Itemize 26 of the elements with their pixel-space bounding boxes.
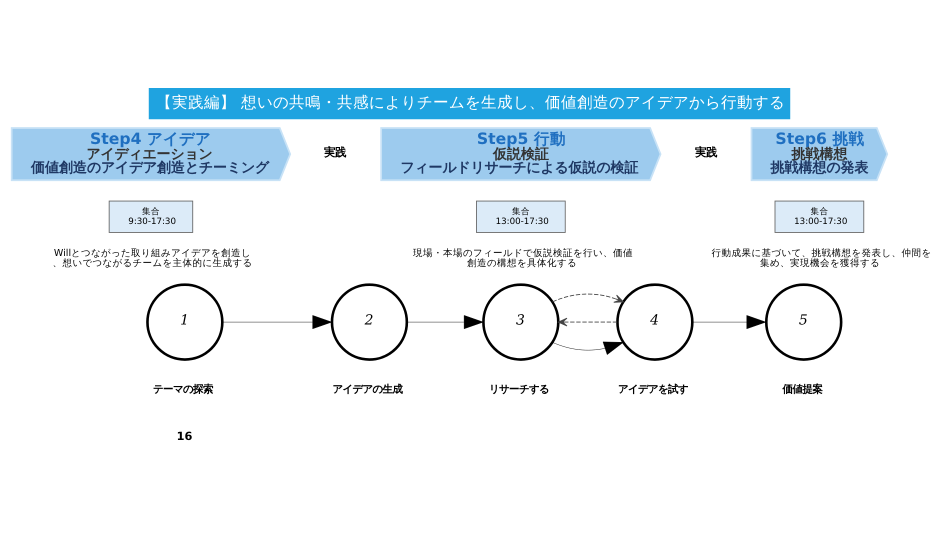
node-box: 集合 13:00-17:30 (476, 200, 566, 232)
diagram-title: 【実践編】 想いの共鳴・共感によりチームを生成し、価値創造のアイデアから行動する (156, 92, 786, 111)
node-label: アイデアの生成 (332, 383, 402, 396)
node-box: 集合 9:30-17:30 (108, 200, 194, 232)
label: 実践 (694, 146, 717, 159)
node-circle: 3 (482, 282, 560, 360)
node-circle: 5 (765, 282, 842, 360)
node-label: 行動成果に基づいて、挑戦構想を発表し、仲間を集め、実現機会を獲得する (711, 247, 932, 269)
label: 実践 (324, 146, 346, 159)
node-circle: 4 (616, 282, 694, 360)
node-label: テーマの探索 (153, 383, 214, 396)
arrow (692, 314, 766, 329)
arrow (552, 341, 624, 354)
node-label: 現場・本場のフィールドで仮説検証を行い、価値創造の構想を具体化する (412, 247, 633, 269)
node-label: 価値提案 (782, 383, 822, 396)
node-circle: 1 (146, 282, 224, 360)
node-box: 集合 13:00-17:30 (774, 200, 864, 232)
node-label: アイデアを試す (618, 383, 688, 396)
node-circle: 2 (330, 282, 408, 360)
label: 16 (176, 429, 192, 442)
node-label: Willとつながった取り組みアイデアを創造し、想いでつながるチームを主体的に生成する (52, 247, 253, 269)
arrow (406, 314, 484, 329)
arrow (222, 314, 332, 329)
arrow (552, 293, 624, 302)
arrow (558, 317, 618, 326)
node-label: リサーチする (489, 383, 550, 396)
